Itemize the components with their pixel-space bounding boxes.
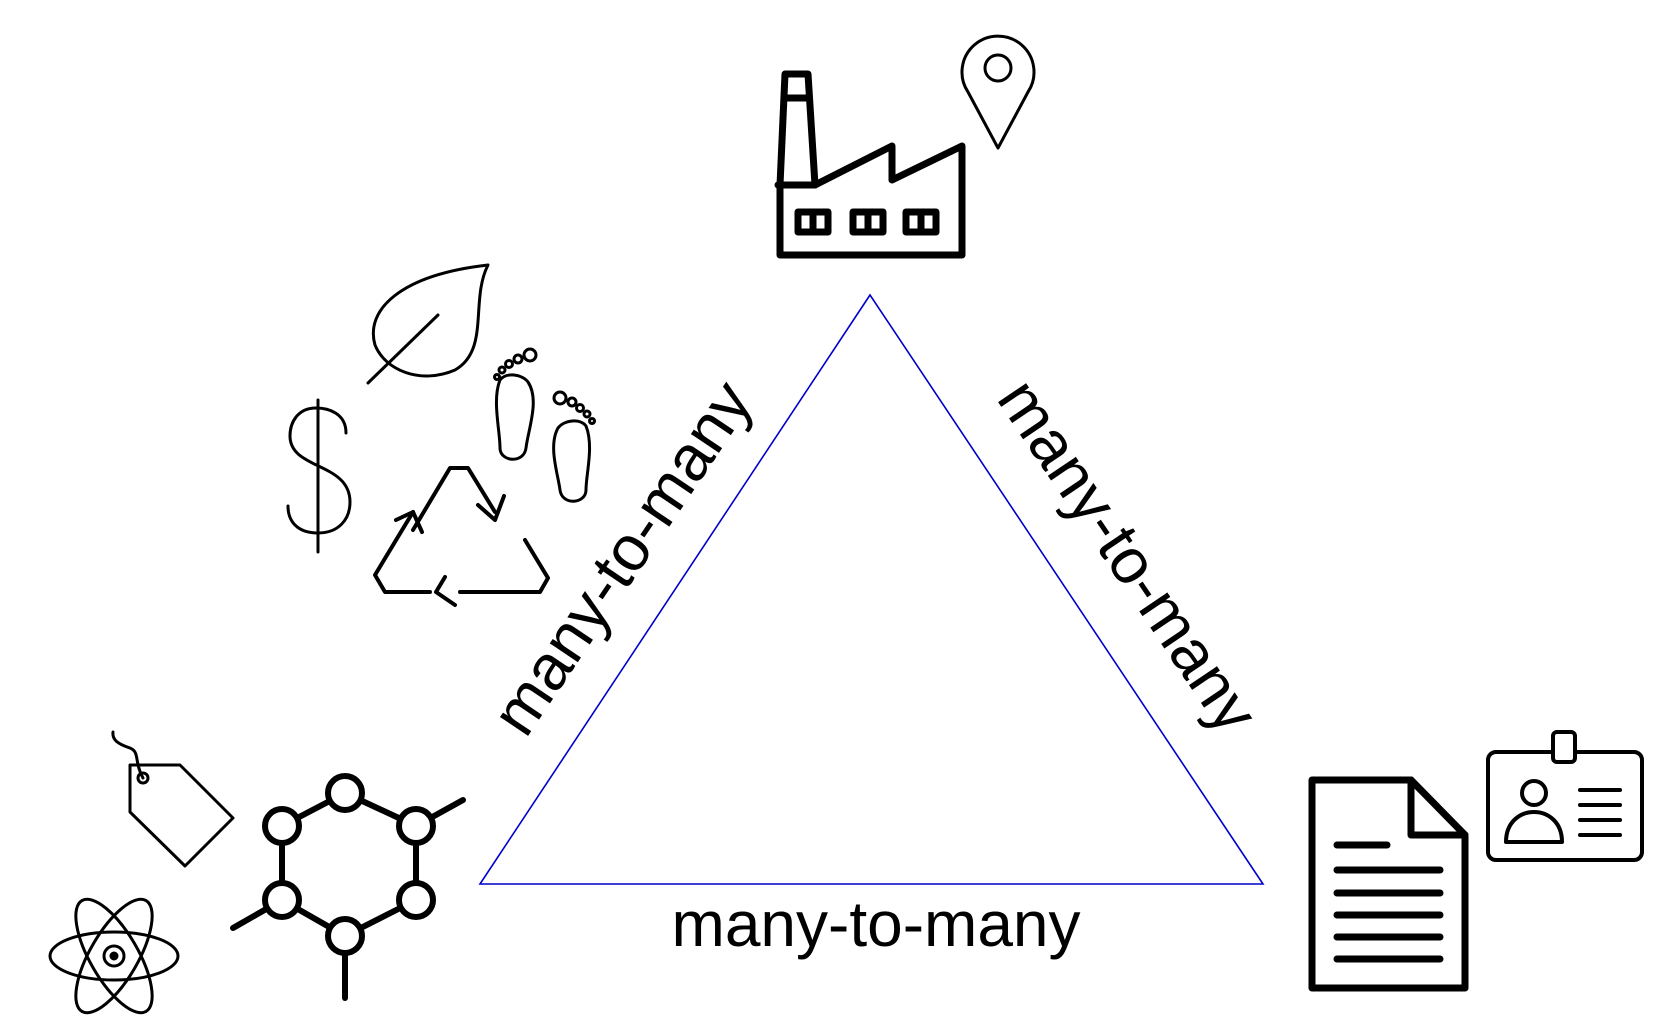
factory-icon <box>774 70 966 259</box>
atom-icon <box>48 897 180 1015</box>
footprints-icon <box>493 347 596 503</box>
id-badge-icon <box>1486 730 1644 862</box>
recycle-icon <box>373 466 550 607</box>
location-pin-icon <box>960 34 1036 150</box>
dollar-icon <box>286 398 352 554</box>
document-icon <box>1308 776 1469 992</box>
edge-label-bottom: many-to-many <box>672 888 1081 960</box>
edge-label-right: many-to-many <box>984 366 1272 745</box>
price-tag-icon <box>111 730 235 868</box>
edge-label-left: many-to-many <box>478 368 766 747</box>
relationship-triangle <box>478 293 1265 885</box>
molecule-icon <box>230 773 466 1001</box>
leaf-icon <box>366 263 490 385</box>
